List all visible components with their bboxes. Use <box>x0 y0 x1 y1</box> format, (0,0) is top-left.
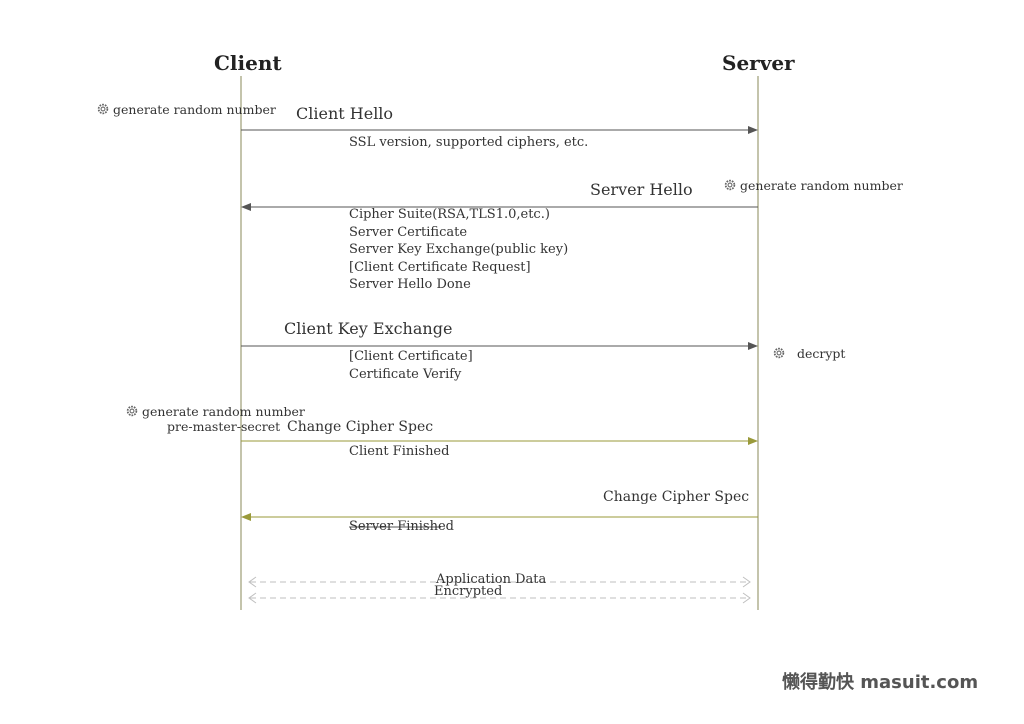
application-data-encrypted-label: Encrypted <box>434 584 503 599</box>
client-key-exchange-label: Client Key Exchange <box>284 319 453 338</box>
application-data-label: Application Data <box>436 572 547 587</box>
gear-icon <box>724 179 736 191</box>
note-server-random: generate random number <box>723 178 903 193</box>
client-finished-detail: Client Finished <box>349 444 450 459</box>
server-hello-label: Server Hello <box>590 180 693 199</box>
server-hello-detail-3: Server Key Exchange(public key) <box>349 242 569 257</box>
gear-icon <box>97 103 109 115</box>
client-key-exchange-detail-1: [Client Certificate] <box>349 349 473 364</box>
watermark: 懒得勤快 masuit.com <box>782 672 979 693</box>
client-key-exchange-detail-2: Certificate Verify <box>349 367 462 382</box>
note-client-premaster: pre-master-secret <box>167 419 281 434</box>
gear-icon <box>126 405 138 417</box>
client-lifeline-title: Client <box>214 51 282 75</box>
server-hello-detail-4: [Client Certificate Request] <box>349 260 531 275</box>
server-hello-detail-2: Server Certificate <box>349 225 468 240</box>
client-change-cipher-label: Change Cipher Spec <box>287 419 434 435</box>
server-hello-detail-5: Server Hello Done <box>349 277 471 292</box>
note-server-decrypt: decrypt <box>772 346 845 361</box>
server-finished-detail: Server Finished <box>349 519 454 534</box>
server-lifeline-title: Server <box>722 51 795 75</box>
gear-icon <box>773 347 785 359</box>
note-client-random-1: generate random number <box>96 102 276 117</box>
server-change-cipher-label: Change Cipher Spec <box>603 489 750 505</box>
client-hello-detail: SSL version, supported ciphers, etc. <box>349 135 589 150</box>
client-hello-label: Client Hello <box>296 104 394 123</box>
server-hello-detail-1: Cipher Suite(RSA,TLS1.0,etc.) <box>349 207 550 222</box>
note-client-random-2: generate random number <box>125 404 305 419</box>
